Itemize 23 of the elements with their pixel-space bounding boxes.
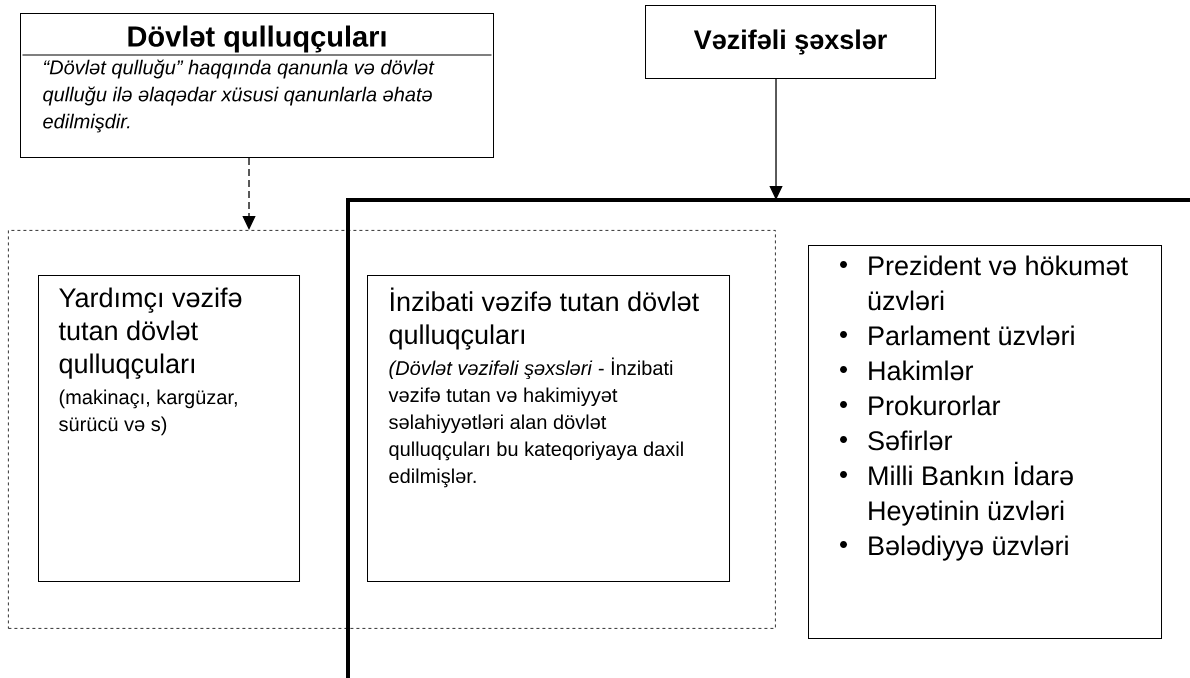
list-item: Prezident və hökumət üzvləri — [868, 255, 1128, 311]
heading: Yardımçı vəzifə tutan dövlət qulluqçuları — [58, 287, 242, 379]
list-item: Parlament üzvləri — [869, 325, 1074, 346]
list-item: Milli Bankın İdarə Heyətinin üzvləri — [869, 461, 1073, 526]
list-box — [808, 245, 1162, 639]
description: (Dövlət vəzifəli şəxsləri - İnzibati vəzifə tutan və hakimiyyət səlahiyyətləri alan dövlət qulluqçuları bu kateqoriyaya daxil edilmişlər. — [388, 357, 683, 488]
thick-frame — [346, 198, 1190, 678]
heading: İnzibati vəzifə tutan dövlət qulluqçuları — [389, 287, 699, 350]
category-box — [20, 13, 494, 158]
list-item: Bələdiyyə üzvləri — [869, 535, 1068, 561]
arrow — [769, 78, 783, 200]
heading: Vəzifəli şəxslər — [693, 29, 887, 55]
arrow — [242, 157, 256, 230]
list-item: Hakimlər — [869, 360, 974, 381]
description: “Dövlət qulluğu” haqqında qanunla və dövlət qulluğu ilə əlaqədar xüsusi qanunlarla əhatə edilmişdir. — [43, 59, 435, 133]
category-box — [38, 275, 300, 582]
category-box — [645, 5, 936, 79]
category-box — [367, 275, 730, 582]
description: (makinaçı, kargüzar, sürücü və s) — [59, 389, 237, 436]
list-item: Prokurorlar — [869, 395, 1001, 416]
dashed-frame — [8, 230, 776, 629]
heading: Dövlət qulluqçuları — [128, 25, 386, 53]
list-item: Səfirlər — [868, 430, 953, 451]
